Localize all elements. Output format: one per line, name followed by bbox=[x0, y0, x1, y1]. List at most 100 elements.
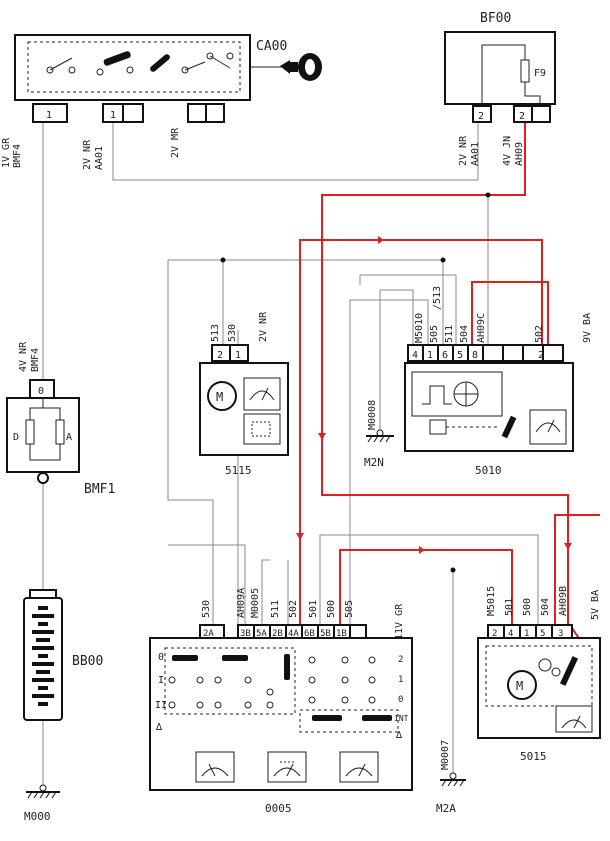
m5115-pin-2: 2 bbox=[217, 350, 223, 361]
s0005-pin-1b: 1B bbox=[336, 629, 347, 639]
s0005-wire-501: 501 bbox=[308, 600, 319, 618]
m5015-pin-4: 4 bbox=[508, 629, 513, 639]
bmf-term-a: A bbox=[66, 432, 72, 443]
m5115-pin-1: 1 bbox=[235, 350, 241, 361]
s0005-pin-2a: 2A bbox=[203, 629, 214, 639]
m5010-ground: M2N bbox=[364, 456, 384, 469]
s0005-wire-500: 500 bbox=[326, 600, 337, 618]
m5010-ground-wire: M0008 bbox=[367, 400, 378, 430]
s0005-wire-ah09a: AH09A bbox=[236, 588, 247, 618]
s0005-label: 0005 bbox=[265, 802, 292, 815]
bb00-ground-label: M000 bbox=[24, 810, 51, 823]
motor-5015: M5015 501 500 504 AH09B 5V BA 2 4 1 5 3 … bbox=[436, 586, 601, 815]
s0005-left-3: ∆ bbox=[155, 722, 163, 733]
ca00-pin-1: 1 bbox=[46, 110, 52, 121]
bb00-battery: BB00 M000 bbox=[23, 589, 103, 823]
bmf1-unit: 4V NR BMF4 0 D A BMF1 bbox=[6, 341, 115, 497]
s0005-pin-6b: 6B bbox=[304, 629, 315, 639]
m5010-wire-m5010: M5010 bbox=[414, 313, 425, 343]
bf00-right-wire: AH09 bbox=[514, 142, 525, 166]
fuse-label: F9 bbox=[534, 68, 546, 79]
s0005-right-2: 2 bbox=[398, 655, 403, 665]
s0005-wire-505: 505 bbox=[344, 600, 355, 618]
m5015-wire-m5015: M5015 bbox=[486, 586, 497, 616]
s0005-pin-3b: 3B bbox=[240, 629, 251, 639]
m5015-wire-ah09b: AH09B bbox=[558, 586, 569, 616]
washer-icon bbox=[251, 421, 271, 437]
bf00-left-color: 2V NR bbox=[458, 135, 469, 166]
m5015-wire-501: 501 bbox=[504, 598, 515, 616]
m5015-wire-504: 504 bbox=[540, 598, 551, 616]
m5015-pin-1: 1 bbox=[524, 629, 529, 639]
m5015-pin-5: 5 bbox=[540, 629, 545, 639]
front-wipe-icon bbox=[345, 763, 373, 777]
m5010-pin-5: 5 bbox=[457, 350, 463, 361]
m5015-color: 5V BA bbox=[590, 590, 601, 620]
m5010-wire-505: 505 bbox=[429, 325, 440, 343]
switch-0005: 530 AH09A M0005 511 502 501 500 505 11V … bbox=[149, 588, 413, 815]
rear-wiper-icon-5015 bbox=[561, 715, 587, 729]
ca00-mid-color: 2V NR bbox=[82, 139, 93, 170]
m5010-pin-6: 6 bbox=[442, 350, 448, 361]
m5010-pin-1: 1 bbox=[427, 350, 433, 361]
s0005-wire-511: 511 bbox=[270, 600, 281, 618]
bmf-top-color: 4V NR bbox=[18, 341, 29, 372]
s0005-wire-m0005: M0005 bbox=[250, 588, 261, 618]
s0005-left-1: I bbox=[158, 675, 164, 686]
m5015-ground: M2A bbox=[436, 802, 456, 815]
m5115-wire-530: 530 bbox=[227, 324, 238, 342]
m5010-wire-502: 502 bbox=[534, 325, 545, 343]
battery-cells-icon bbox=[32, 606, 54, 706]
ca00-left-color: 1V GR bbox=[1, 137, 12, 168]
bmf-term-d: D bbox=[13, 432, 19, 443]
m5010-wire-504: 504 bbox=[459, 325, 470, 343]
s0005-right-1: 1 bbox=[398, 675, 403, 685]
s0005-right-int: INT bbox=[394, 714, 409, 723]
bf00-fusebox: BF00 F9 2 2 AA01 2V NR AH09 4V JN bbox=[444, 11, 556, 166]
bf00-left-wire: AA01 bbox=[470, 142, 481, 166]
motor-5115: 513 530 2V NR 2 1 M 5115 bbox=[199, 311, 289, 477]
module-5010: /513 M5010 505 511 504 AH09C 502 9V BA 4… bbox=[364, 286, 593, 477]
ca00-right-color: 2V MR bbox=[170, 127, 181, 158]
bf00-pin-right: 2 bbox=[519, 111, 525, 122]
m5010-color: 9V BA bbox=[582, 313, 593, 343]
junction-dots bbox=[220, 192, 491, 573]
key-icon bbox=[280, 53, 322, 81]
m5015-motor: M bbox=[516, 679, 523, 693]
ca00-pin-2: 1 bbox=[110, 110, 116, 121]
ca00-mid-wire: AA01 bbox=[94, 146, 105, 170]
bf00-right-color: 4V JN bbox=[502, 136, 513, 166]
s0005-left-0: 0 bbox=[158, 652, 164, 663]
gauge-icon bbox=[201, 763, 229, 777]
m5010-pin-4: 4 bbox=[412, 350, 418, 361]
ca00-left-wire: BMF4 bbox=[12, 144, 23, 168]
s0005-pin-2b: 2B bbox=[272, 629, 283, 639]
s0005-pin-5b: 5B bbox=[320, 629, 331, 639]
s0005-color: 11V GR bbox=[394, 603, 405, 640]
front-wiper-icon bbox=[535, 419, 561, 433]
m5010-wire-511: 511 bbox=[444, 325, 455, 343]
m5010-wire-ah09c: AH09C bbox=[476, 313, 487, 343]
s0005-pin-4a: 4A bbox=[288, 629, 299, 639]
s0005-right-0: 0 bbox=[398, 695, 403, 705]
m5015-pin-2: 2 bbox=[492, 629, 497, 639]
bb00-label: BB00 bbox=[72, 654, 103, 669]
m5115-wire-513: 513 bbox=[210, 324, 221, 342]
ca00-switch: CA00 1 1 BMF4 1V GR AA01 2V NR 2V MR bbox=[1, 34, 322, 170]
m5015-wire-500: 500 bbox=[522, 598, 533, 616]
bmf-top-wire: BMF4 bbox=[30, 348, 41, 372]
m5115-motor: M bbox=[216, 390, 223, 404]
grey-wires bbox=[42, 122, 539, 785]
s0005-wire-530: 530 bbox=[201, 600, 212, 618]
bmf-pin: 0 bbox=[38, 386, 44, 397]
rear-wiper-icon bbox=[249, 387, 275, 401]
m5015-ground-wire: M0007 bbox=[440, 740, 451, 770]
bf00-label: BF00 bbox=[480, 11, 511, 26]
bf00-pin-left: 2 bbox=[478, 111, 484, 122]
m5010-pin-2: 2 bbox=[538, 350, 544, 361]
s0005-wire-502: 502 bbox=[288, 600, 299, 618]
s0005-right-delta: ∆ bbox=[395, 730, 403, 741]
m5010-top-wire: /513 bbox=[432, 286, 443, 310]
m5015-label: 5015 bbox=[520, 750, 547, 763]
m5010-pin-8: 8 bbox=[472, 350, 478, 361]
